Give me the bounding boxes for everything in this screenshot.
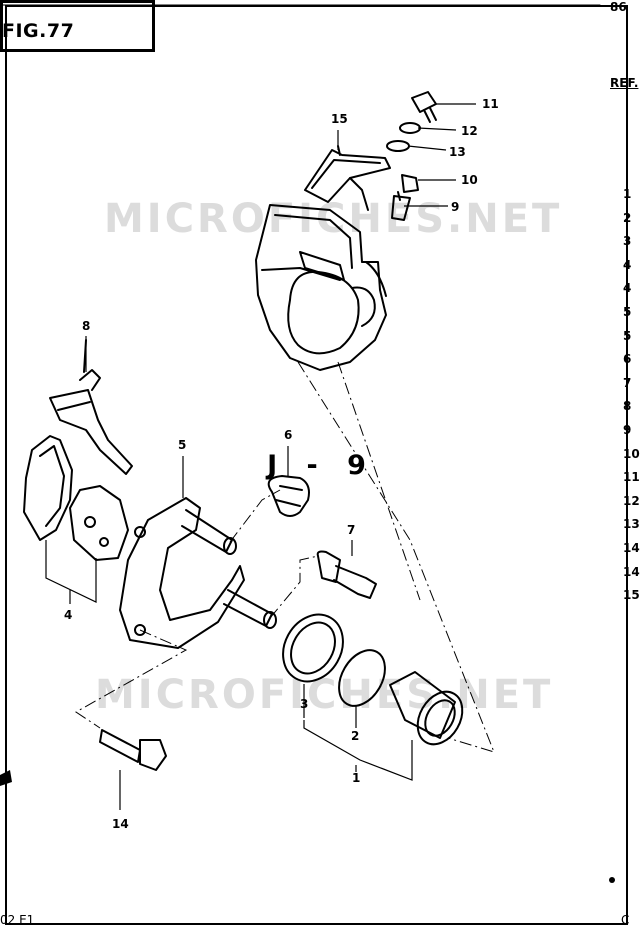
ref-number: 8: [623, 399, 632, 414]
footer-left-fragment: 02 E1: [0, 913, 35, 927]
callout-6: 6: [284, 428, 293, 442]
ref-number: 2: [623, 210, 632, 225]
bleeder-valve-9-10: [391, 174, 419, 221]
leader-lines: [45, 103, 476, 810]
boot-6: [267, 475, 310, 517]
footer-right-fragment: C: [621, 913, 630, 927]
ref-number: 13: [623, 517, 640, 532]
figure-title: FIG.77: [2, 20, 75, 42]
ref-number: 5: [623, 328, 632, 343]
callout-12: 12: [461, 124, 478, 138]
ref-number: 14: [623, 540, 640, 555]
callout-15: 15: [331, 112, 348, 126]
callout-14: 14: [112, 817, 129, 831]
ref-number: 14: [623, 564, 640, 579]
callout-10: 10: [461, 173, 478, 187]
ref-number: 3: [623, 234, 632, 249]
callout-4: 4: [64, 608, 73, 622]
callout-5: 5: [178, 438, 187, 452]
caliper-body: [255, 204, 387, 371]
callout-13: 13: [449, 145, 466, 159]
construction-lines: [75, 361, 495, 753]
ref-number: 11: [623, 470, 640, 485]
callout-3: 3: [300, 697, 309, 711]
sleeve-pin-7: [316, 550, 377, 599]
ref-number: 7: [623, 375, 632, 390]
bolt-14: [99, 729, 167, 771]
ref-number: 12: [623, 493, 640, 508]
callout-2: 2: [351, 729, 360, 743]
ref-number: 10: [623, 446, 640, 461]
ref-number: 4: [623, 257, 632, 272]
callout-7: 7: [347, 523, 356, 537]
piston-1: [389, 671, 464, 746]
dust-seal-2: [338, 649, 386, 707]
ref-number: 4: [623, 281, 632, 296]
right-edge-dot: [609, 877, 615, 883]
caliper-holder-5: [119, 497, 277, 649]
ref-number: 9: [623, 422, 632, 437]
left-edge-mark: [0, 770, 12, 786]
watermark-top: MICROFICHES.NET: [104, 196, 563, 242]
callout-9: 9: [451, 200, 460, 214]
callout-1: 1: [352, 771, 361, 785]
ref-number: 6: [623, 352, 632, 367]
ref-number: 15: [623, 588, 640, 603]
ref-number: 5: [623, 304, 632, 319]
callout-8: 8: [82, 319, 91, 333]
top-right-fragment: 86: [610, 0, 627, 14]
ref-number: 1: [623, 187, 632, 201]
watermark-bottom: MICROFICHES.NET: [95, 672, 554, 718]
callout-11: 11: [482, 97, 499, 111]
ref-number-column: 1 2 3 4 4 5 5 6 7 8 9 10 11 12 13 14 14 …: [623, 183, 640, 608]
pad-spring-15: [304, 145, 391, 211]
piston-seal-3: [282, 613, 344, 683]
brake-pads-4: [23, 435, 129, 561]
ref-header-fragment: REF.: [610, 76, 639, 90]
